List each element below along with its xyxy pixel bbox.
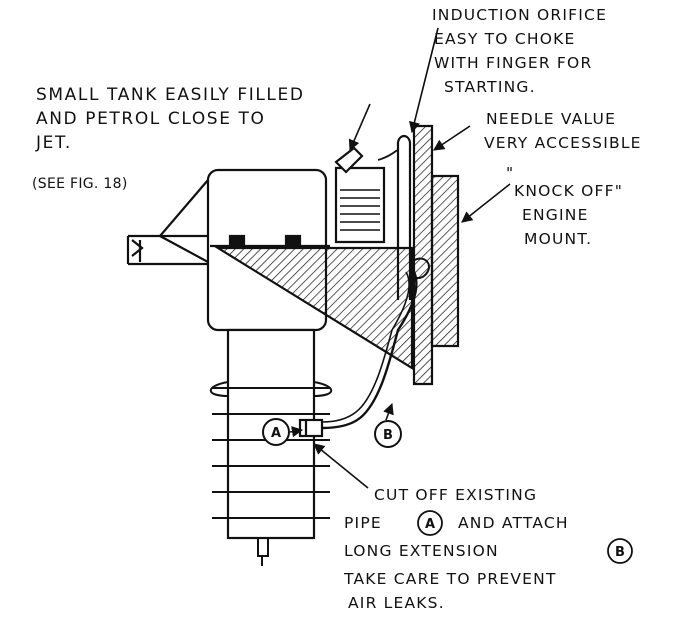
induction-note: INDUCTION ORIFICE EASY TO CHOKE WITH FIN… bbox=[432, 6, 607, 96]
cut-off-marker-a-circle bbox=[417, 510, 443, 536]
induction-line-2: EASY TO CHOKE bbox=[434, 30, 575, 48]
cut-off-line-1: CUT OFF EXISTING bbox=[374, 486, 537, 504]
marker-b-circle: B bbox=[374, 420, 402, 448]
cut-off-line-2-pre: PIPE bbox=[344, 514, 382, 532]
leader-needle bbox=[433, 125, 471, 151]
cut-off-line-2-post: AND ATTACH bbox=[458, 514, 569, 532]
needle-note: NEEDLE VALUE VERY ACCESSIBLE bbox=[484, 110, 642, 152]
glow-plug bbox=[257, 538, 269, 566]
marker-a-circle: A bbox=[262, 418, 290, 446]
cut-off-line-4: TAKE CARE TO PREVENT bbox=[343, 570, 557, 588]
firewall-plate bbox=[412, 124, 434, 386]
marker-b-label: B bbox=[383, 428, 393, 443]
tank-line-3: JET. bbox=[35, 133, 72, 153]
cut-off-marker-b-circle bbox=[607, 538, 633, 564]
needle-line-2: VERY ACCESSIBLE bbox=[484, 134, 642, 152]
tank-line-2: AND PETROL CLOSE TO bbox=[36, 109, 266, 129]
leader-b bbox=[383, 402, 394, 421]
induction-line-3: WITH FINGER FOR bbox=[434, 54, 592, 72]
mount-line-1: KNOCK OFF" bbox=[514, 182, 623, 200]
leader-a bbox=[289, 426, 304, 438]
fuel-tank bbox=[334, 146, 399, 244]
leader-cut-off bbox=[313, 443, 369, 489]
cut-off-marker-b: B bbox=[615, 545, 625, 560]
leader-tank bbox=[348, 103, 371, 152]
tank-filler-cap bbox=[334, 146, 364, 174]
prop-hub bbox=[126, 234, 210, 266]
mount-note: " KNOCK OFF" ENGINE MOUNT. bbox=[506, 164, 623, 248]
needle-line-1: NEEDLE VALUE bbox=[486, 110, 616, 128]
induction-tube bbox=[396, 134, 412, 300]
cut-off-line-5: AIR LEAKS. bbox=[348, 594, 445, 612]
knock-off-mount bbox=[430, 174, 460, 348]
see-fig-note: (SEE FIG. 18) bbox=[32, 176, 128, 192]
tank-line-1: SMALL TANK EASILY FILLED bbox=[36, 85, 305, 105]
spinner-cone bbox=[158, 179, 209, 263]
induction-line-1: INDUCTION ORIFICE bbox=[432, 6, 607, 24]
mount-line-3: MOUNT. bbox=[524, 230, 592, 248]
cut-off-marker-a: A bbox=[425, 517, 435, 532]
leader-induction bbox=[409, 27, 439, 134]
mount-line-2: ENGINE bbox=[522, 206, 589, 224]
mount-quote-mark: " bbox=[506, 164, 514, 182]
cut-off-line-3-pre: LONG EXTENSION bbox=[344, 542, 499, 560]
extension-pipe-b bbox=[321, 267, 418, 430]
induction-line-4: STARTING. bbox=[444, 78, 536, 96]
leader-mount bbox=[461, 183, 511, 223]
tank-note: SMALL TANK EASILY FILLED AND PETROL CLOS… bbox=[35, 85, 305, 153]
marker-a-label: A bbox=[271, 426, 281, 441]
cut-off-note: CUT OFF EXISTING PIPE A AND ATTACH LONG … bbox=[343, 486, 633, 612]
pipe-connector bbox=[298, 418, 324, 438]
hatched-mount-wedge bbox=[214, 246, 414, 370]
leader-lines bbox=[289, 27, 511, 489]
